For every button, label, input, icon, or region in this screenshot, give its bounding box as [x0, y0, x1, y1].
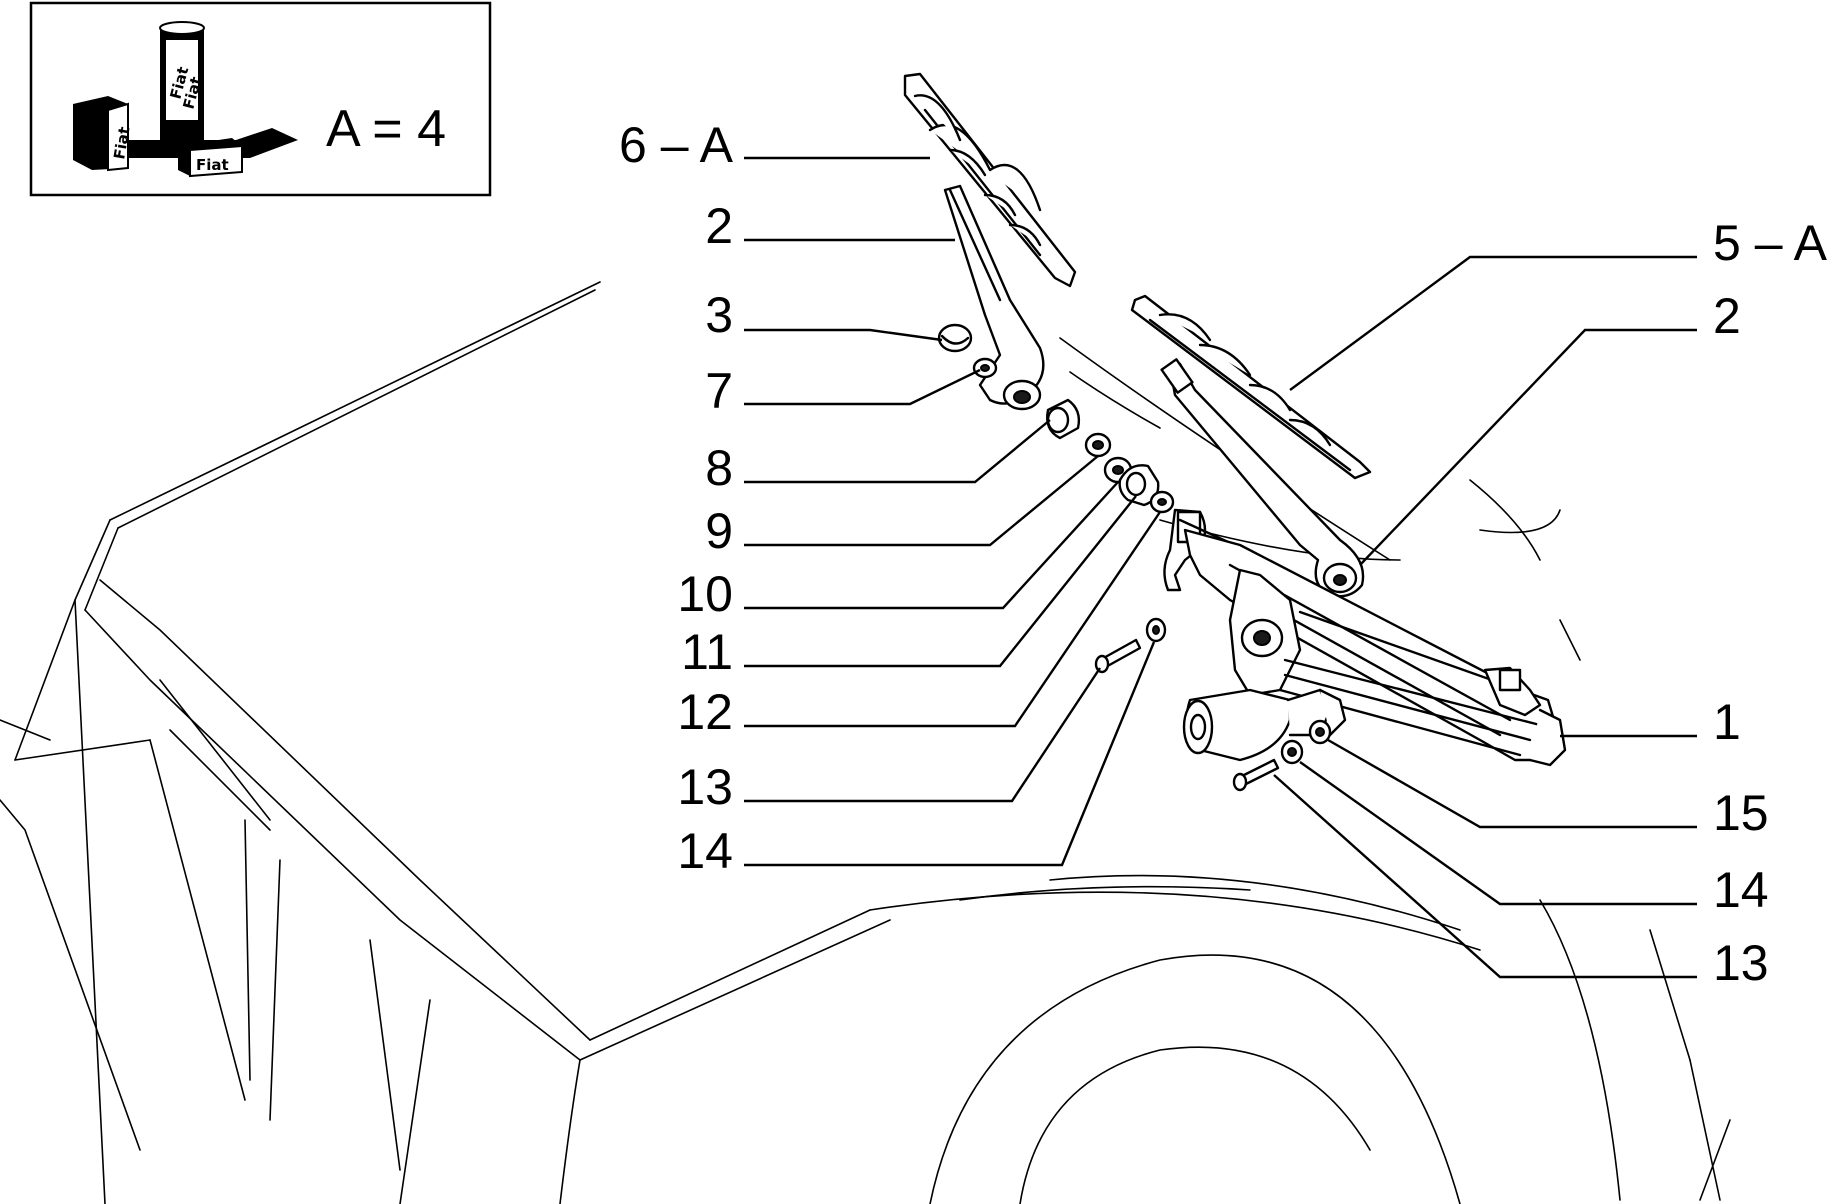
- callout-label: 15: [1713, 785, 1769, 841]
- grease-cans-icon: Fiat Fiat Fiat Fiat: [73, 21, 298, 178]
- spacer: [1046, 398, 1081, 440]
- callout-label: 12: [677, 684, 733, 740]
- washer-small: [1149, 490, 1175, 514]
- callout-label: 6 – A: [619, 117, 734, 173]
- left-wiper-blade: [903, 72, 1077, 288]
- washer-right: [1280, 739, 1304, 765]
- callout-label: 2: [1713, 288, 1741, 344]
- washer: [1084, 432, 1112, 458]
- callout-label: 14: [1713, 862, 1769, 918]
- callout-label: 5 – A: [1713, 215, 1828, 271]
- can-label: Fiat: [110, 125, 133, 160]
- callout-label: 3: [705, 287, 733, 343]
- callout-label: 11: [681, 624, 733, 680]
- callout-label: 14: [677, 823, 733, 879]
- right-wiper-blade: [1130, 294, 1372, 480]
- right-wiper-arm: [1160, 358, 1365, 598]
- car-body-outline: [0, 281, 1731, 1204]
- leader-lines: [744, 156, 1697, 979]
- callout-label: 7: [705, 363, 733, 419]
- nut-right: [1308, 719, 1332, 745]
- can-label: Fiat: [196, 156, 229, 174]
- bolt-right: [1232, 758, 1280, 792]
- wiper-motor-linkage-assembly: [1163, 508, 1567, 767]
- callout-label: 8: [705, 440, 733, 496]
- callout-labels: 6 – A 2 3 7 8 9 10 11 12 13 14 5 – A 2 1…: [619, 117, 1828, 991]
- callout-label: 9: [705, 503, 733, 559]
- bolt-left: [1094, 638, 1142, 674]
- nut-cap: [937, 323, 973, 353]
- callout-label: 10: [677, 566, 733, 622]
- left-wiper-arm: [943, 184, 1045, 411]
- callout-label: 13: [1713, 935, 1769, 991]
- washer-left: [1145, 617, 1167, 643]
- callout-label: 1: [1713, 694, 1741, 750]
- callout-label: 2: [705, 198, 733, 254]
- callout-label: 13: [677, 759, 733, 815]
- legend-equation: A = 4: [326, 100, 446, 158]
- lubricant-legend: Fiat Fiat Fiat Fiat A = 4: [29, 1, 492, 197]
- nut: [972, 357, 998, 379]
